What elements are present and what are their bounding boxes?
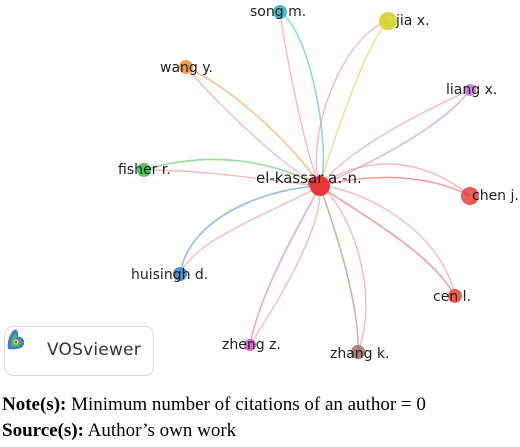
node-jia[interactable]	[379, 12, 397, 30]
node-label-cen[interactable]: cen l.	[433, 289, 471, 305]
node-cen[interactable]	[448, 289, 462, 303]
network-canvas: song m. jia x. wang y. liang x. fisher r. che…	[118, 4, 519, 362]
edge-song	[279, 11, 325, 187]
node-zhang[interactable]	[351, 345, 365, 359]
vosviewer-logo-icon	[7, 329, 25, 350]
edge-fisher-return	[143, 169, 321, 187]
node-label-liang[interactable]: liang x.	[446, 82, 497, 98]
edges-layer	[143, 11, 471, 353]
node-label-center[interactable]: el-kassar a.-n.	[256, 169, 362, 187]
vosviewer-label: VOSviewer	[47, 340, 141, 360]
edge-huisingh	[179, 185, 321, 275]
source-caption: Source(s): Author’s own work	[2, 420, 236, 442]
edge-wang-return	[185, 66, 321, 187]
node-label-chen[interactable]: chen j.	[472, 188, 519, 204]
edge-song-return	[279, 11, 321, 187]
node-chen[interactable]	[461, 187, 479, 205]
edge-zhang-return	[319, 185, 367, 353]
edge-liang	[319, 89, 471, 187]
nodes-layer	[137, 5, 479, 359]
source-label: Source(s):	[2, 420, 84, 441]
edge-chen	[319, 176, 471, 197]
node-label-song[interactable]: song m.	[250, 4, 306, 20]
node-song[interactable]	[273, 5, 287, 19]
edge-wang	[185, 66, 321, 187]
node-label-zheng[interactable]: zheng z.	[222, 337, 281, 353]
node-fisher[interactable]	[137, 163, 151, 177]
note-text: Minimum number of citations of an author…	[66, 394, 426, 415]
node-label-fisher[interactable]: fisher r.	[118, 162, 171, 178]
source-text: Author’s own work	[83, 420, 237, 441]
edge-fisher	[143, 158, 321, 187]
vosviewer-badge[interactable]: VOSviewer	[4, 326, 154, 376]
node-wang[interactable]	[179, 60, 193, 74]
node-zheng[interactable]	[244, 339, 256, 351]
co-authorship-network[interactable]: song m. jia x. wang y. liang x. fisher r. che…	[0, 0, 520, 390]
node-center-overlap	[308, 177, 320, 189]
node-label-jia[interactable]: jia x.	[395, 13, 430, 29]
node-label-zhang[interactable]: zhang k.	[330, 346, 390, 362]
labels-layer: song m. jia x. wang y. liang x. fisher r. che…	[118, 4, 519, 362]
edge-chen-return	[319, 163, 471, 197]
edge-zhang	[319, 185, 359, 353]
edge-zheng	[249, 185, 321, 346]
node-label-wang[interactable]: wang y.	[160, 60, 213, 76]
edge-cen	[319, 185, 456, 297]
node-liang[interactable]	[464, 84, 476, 96]
edge-liang-return	[319, 89, 471, 187]
edge-jia-return	[315, 20, 389, 187]
note-label: Note(s):	[2, 394, 67, 415]
node-label-huisingh[interactable]: huisingh d.	[131, 267, 208, 283]
note-caption: Note(s): Minimum number of citations of …	[2, 394, 426, 416]
node-huisingh[interactable]	[173, 267, 187, 281]
edge-zheng-return	[249, 185, 321, 346]
edge-cen-return	[319, 185, 456, 297]
edge-huisingh-return	[179, 185, 321, 275]
edge-jia	[319, 20, 389, 187]
